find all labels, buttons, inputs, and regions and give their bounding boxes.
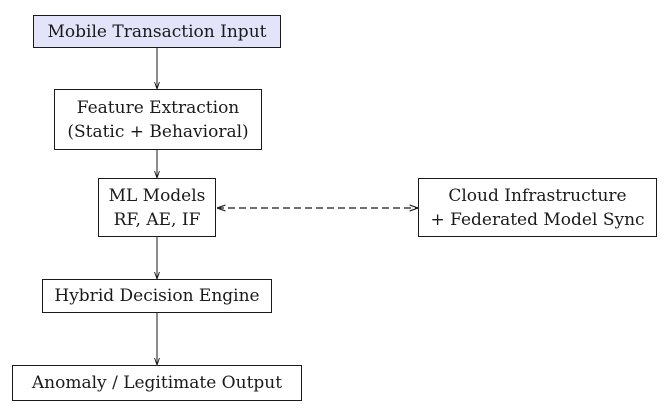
node-label-line: Anomaly / Legitimate Output <box>31 373 283 393</box>
node-label-line: ML Models <box>108 185 206 206</box>
node-feature-extraction: Feature Extraction (Static + Behavioral) <box>54 89 262 150</box>
node-label-line: Feature Extraction <box>76 97 240 118</box>
node-hybrid-decision-engine: Hybrid Decision Engine <box>42 279 272 313</box>
node-label-line: Hybrid Decision Engine <box>54 286 260 306</box>
node-label-line: (Static + Behavioral) <box>67 121 249 142</box>
node-mobile-transaction-input: Mobile Transaction Input <box>33 15 281 48</box>
node-ml-models: ML Models RF, AE, IF <box>98 178 216 237</box>
node-anomaly-legitimate-output: Anomaly / Legitimate Output <box>12 365 302 401</box>
node-label-line: RF, AE, IF <box>113 209 201 230</box>
node-label-line: Cloud Infrastructure <box>448 185 627 206</box>
node-label-line: Mobile Transaction Input <box>47 21 267 42</box>
node-label-line: + Federated Model Sync <box>430 209 645 230</box>
node-cloud-infrastructure: Cloud Infrastructure + Federated Model S… <box>418 178 657 237</box>
